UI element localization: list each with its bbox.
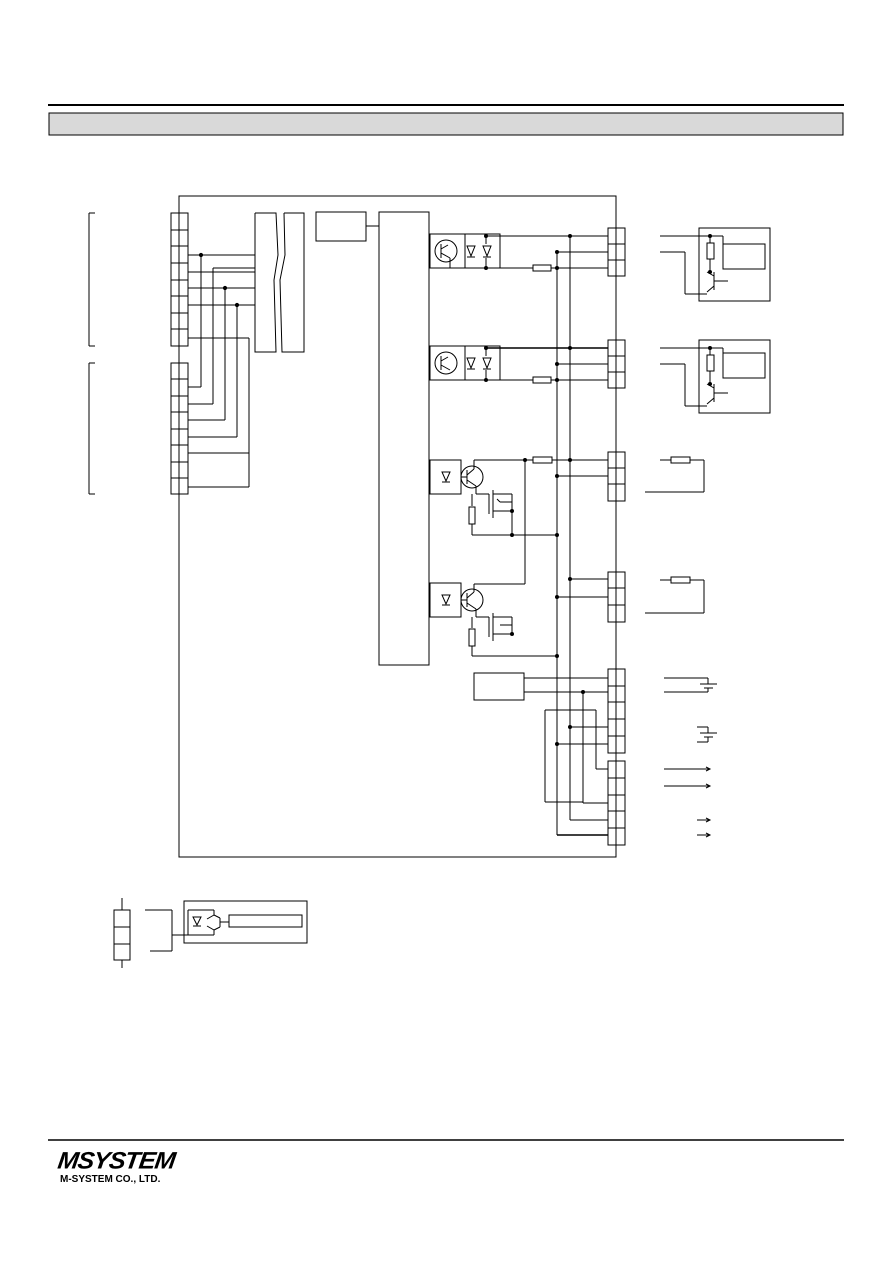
terminal-block-right-5 xyxy=(607,668,626,754)
external-load-4 xyxy=(645,576,705,614)
cpu-block xyxy=(378,211,430,666)
terminal-block-left-lower xyxy=(170,362,189,495)
external-signal-arrows xyxy=(664,766,712,838)
left-bracket-upper xyxy=(88,212,95,347)
brand-logo: MSYSTEM M-SYSTEM CO., LTD. xyxy=(56,1147,198,1186)
terminal-block-left-upper xyxy=(170,212,189,347)
external-load-3 xyxy=(645,456,705,493)
interface-block xyxy=(315,211,367,242)
external-power-1 xyxy=(664,677,717,693)
header-band xyxy=(48,112,844,136)
external-power-2 xyxy=(697,726,717,743)
terminal-block-right-3 xyxy=(607,451,626,502)
company-name: M-SYSTEM CO., LTD. xyxy=(60,1174,161,1185)
internal-bus xyxy=(555,234,608,835)
output-channel-1 xyxy=(429,233,570,272)
output-channel-3 xyxy=(429,456,608,584)
brand-logo-text: MSYSTEM xyxy=(56,1147,177,1175)
terminal-block-right-4 xyxy=(607,571,626,623)
module-enclosure xyxy=(178,195,617,858)
terminal-block-right-1 xyxy=(607,227,626,277)
left-wiring xyxy=(188,252,255,488)
detail-schematic xyxy=(113,898,308,968)
output-channel-4 xyxy=(429,582,557,657)
external-load-1 xyxy=(660,227,771,302)
power-supply-block xyxy=(473,672,608,836)
terminal-block-right-2 xyxy=(607,339,626,389)
output-channel-2 xyxy=(429,345,608,384)
connector-block xyxy=(254,212,305,353)
external-load-2 xyxy=(660,339,771,414)
left-bracket-lower xyxy=(88,362,95,495)
